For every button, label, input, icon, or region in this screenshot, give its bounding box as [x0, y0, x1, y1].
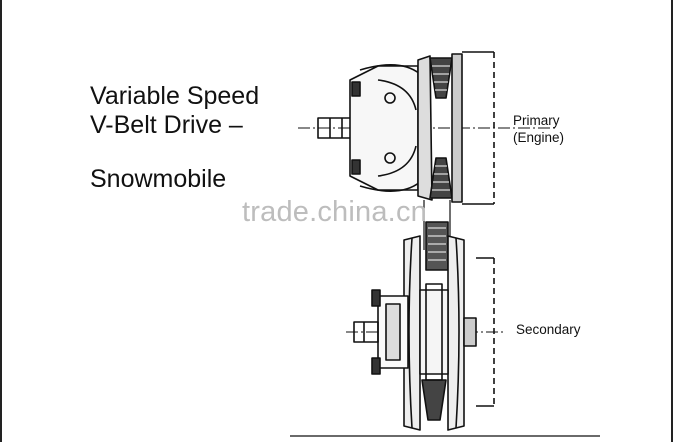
primary-belt-bottom	[429, 157, 453, 199]
diagram-title: Variable Speed V-Belt Drive –	[90, 82, 259, 140]
drive-belt-span	[423, 200, 451, 271]
watermark-text: trade.china.cn	[242, 196, 427, 228]
secondary-clutch	[290, 235, 600, 437]
secondary-shaft	[353, 321, 379, 343]
title-line-2: V-Belt Drive –	[90, 111, 243, 139]
primary-label-line-1: Primary	[513, 113, 560, 128]
primary-clutch	[298, 51, 555, 205]
title-line-1: Variable Speed	[90, 82, 260, 110]
secondary-label: Secondary	[516, 322, 581, 337]
primary-label-line-2: (Engine)	[513, 130, 565, 145]
secondary-belt-bottom	[421, 379, 447, 421]
primary-label: Primary (Engine)	[513, 112, 564, 146]
title-line-3: Snowmobile	[90, 165, 227, 193]
secondary-bracket	[476, 257, 494, 407]
engine-housing	[462, 51, 494, 205]
secondary-hub	[419, 289, 449, 375]
primary-fixed-sheave	[451, 53, 463, 203]
primary-movable-sheave	[417, 55, 433, 201]
secondary-sheave-right	[447, 235, 465, 431]
primary-belt-top	[429, 57, 453, 99]
